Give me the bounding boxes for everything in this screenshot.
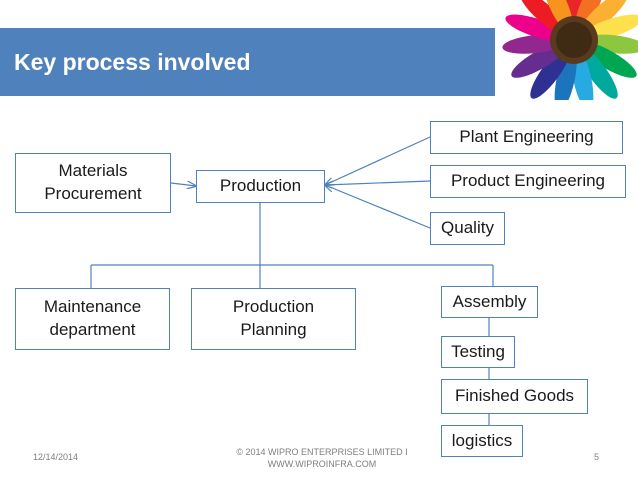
logistics-label: logistics: [451, 430, 513, 450]
testing-label: Testing: [451, 341, 505, 361]
testing-box: Testing: [441, 336, 515, 368]
materials-procurement-box: Materials Procurement: [15, 153, 171, 213]
arrow-product-engineering-to-production: [325, 180, 431, 185]
finished-goods-box: Finished Goods: [441, 379, 588, 414]
footer-copyright: © 2014 WIPRO ENTERPRISES LIMITED I WWW.W…: [222, 447, 422, 470]
materials-procurement-line1: Materials: [58, 161, 128, 181]
production-planning-box: Production Planning: [191, 288, 356, 350]
footer-copyright-line1: © 2014 WIPRO ENTERPRISES LIMITED I: [236, 447, 408, 457]
slide-title: Key process involved: [14, 48, 251, 75]
production-planning-line2: Planning: [240, 320, 307, 339]
title-bar: Key process involved: [0, 28, 495, 96]
assembly-box: Assembly: [441, 286, 538, 318]
plant-engineering-box: Plant Engineering: [430, 121, 623, 154]
quality-box: Quality: [430, 212, 505, 245]
arrow-quality-to-production: [325, 185, 431, 229]
logistics-box: logistics: [441, 425, 523, 457]
maintenance-line2: department: [49, 320, 136, 339]
product-engineering-label: Product Engineering: [450, 171, 606, 191]
production-label: Production: [219, 176, 302, 196]
plant-engineering-label: Plant Engineering: [459, 127, 594, 147]
production-planning-line1: Production: [232, 297, 315, 317]
product-engineering-box: Product Engineering: [430, 165, 626, 198]
maintenance-department-box: Maintenance department: [15, 288, 170, 350]
finished-goods-label: Finished Goods: [454, 386, 575, 406]
page-number: 5: [594, 452, 600, 462]
arrow-plant-engineering-to-production: [325, 136, 431, 185]
production-box: Production: [196, 170, 325, 203]
assembly-label: Assembly: [452, 291, 527, 311]
flower-logo: [492, 0, 638, 100]
footer-copyright-line2: WWW.WIPROINFRA.COM: [267, 458, 377, 469]
arrow-materials-to-production: [170, 183, 196, 186]
footer-date: 12/14/2014: [33, 452, 79, 462]
quality-label: Quality: [441, 218, 494, 238]
materials-procurement-line2: Procurement: [44, 184, 142, 203]
maintenance-line1: Maintenance: [43, 297, 142, 317]
